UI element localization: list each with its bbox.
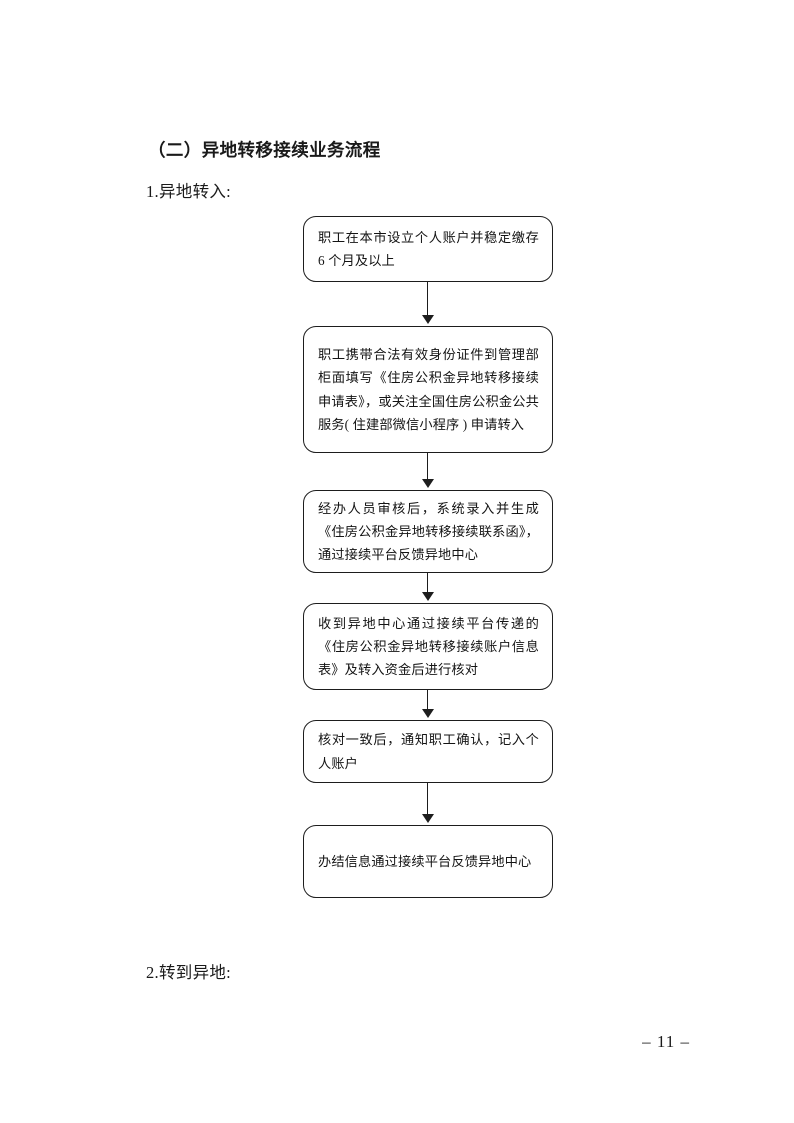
page-number: – 11 – [642, 1032, 690, 1051]
flow-connector-2 [427, 453, 429, 481]
flow-node-3: 经办人员审核后，系统录入并生成《住房公积金异地转移接续联系函》，通过接续平台反馈… [303, 490, 553, 573]
arrow-down-icon [421, 814, 434, 823]
flow-node-1: 职工在本市设立个人账户并稳定缴存 6 个月及以上 [303, 216, 553, 282]
flow-node-5-text: 核对一致后，通知职工确认，记入个人账户 [318, 732, 539, 771]
arrow-down-icon [421, 709, 434, 718]
flow-node-4-text: 收到异地中心通过接续平台传递的《住房公积金异地转移接续账户信息表》及转入资金后进… [318, 615, 539, 678]
flow-node-1-text: 职工在本市设立个人账户并稳定缴存 6 个月及以上 [318, 229, 539, 268]
flow-node-4: 收到异地中心通过接续平台传递的《住房公积金异地转移接续账户信息表》及转入资金后进… [303, 603, 553, 690]
arrow-down-icon [421, 315, 434, 324]
arrow-down-icon [421, 592, 434, 601]
flow-node-2-text: 职工携带合法有效身份证件到管理部柜面填写《住房公积金异地转移接续申请表》，或关注… [318, 346, 539, 432]
flow-node-3-text: 经办人员审核后，系统录入并生成《住房公积金异地转移接续联系函》，通过接续平台反馈… [318, 500, 539, 563]
flow-node-2: 职工携带合法有效身份证件到管理部柜面填写《住房公积金异地转移接续申请表》，或关注… [303, 326, 553, 453]
flow-connector-1 [427, 282, 429, 317]
flow-node-6-text: 办结信息通过接续平台反馈异地中心 [318, 853, 532, 869]
section-heading: （二）异地转移接续业务流程 [148, 140, 381, 160]
flow-node-5: 核对一致后，通知职工确认，记入个人账户 [303, 720, 553, 783]
flow-connector-4 [427, 690, 429, 711]
arrow-down-icon [421, 479, 434, 488]
subsection-heading-transfer-in: 1.异地转入: [146, 182, 232, 201]
subsection-heading-transfer-out: 2.转到异地: [146, 963, 232, 982]
flow-node-6: 办结信息通过接续平台反馈异地中心 [303, 825, 553, 898]
flow-connector-5 [427, 783, 429, 816]
flow-connector-3 [427, 573, 429, 594]
